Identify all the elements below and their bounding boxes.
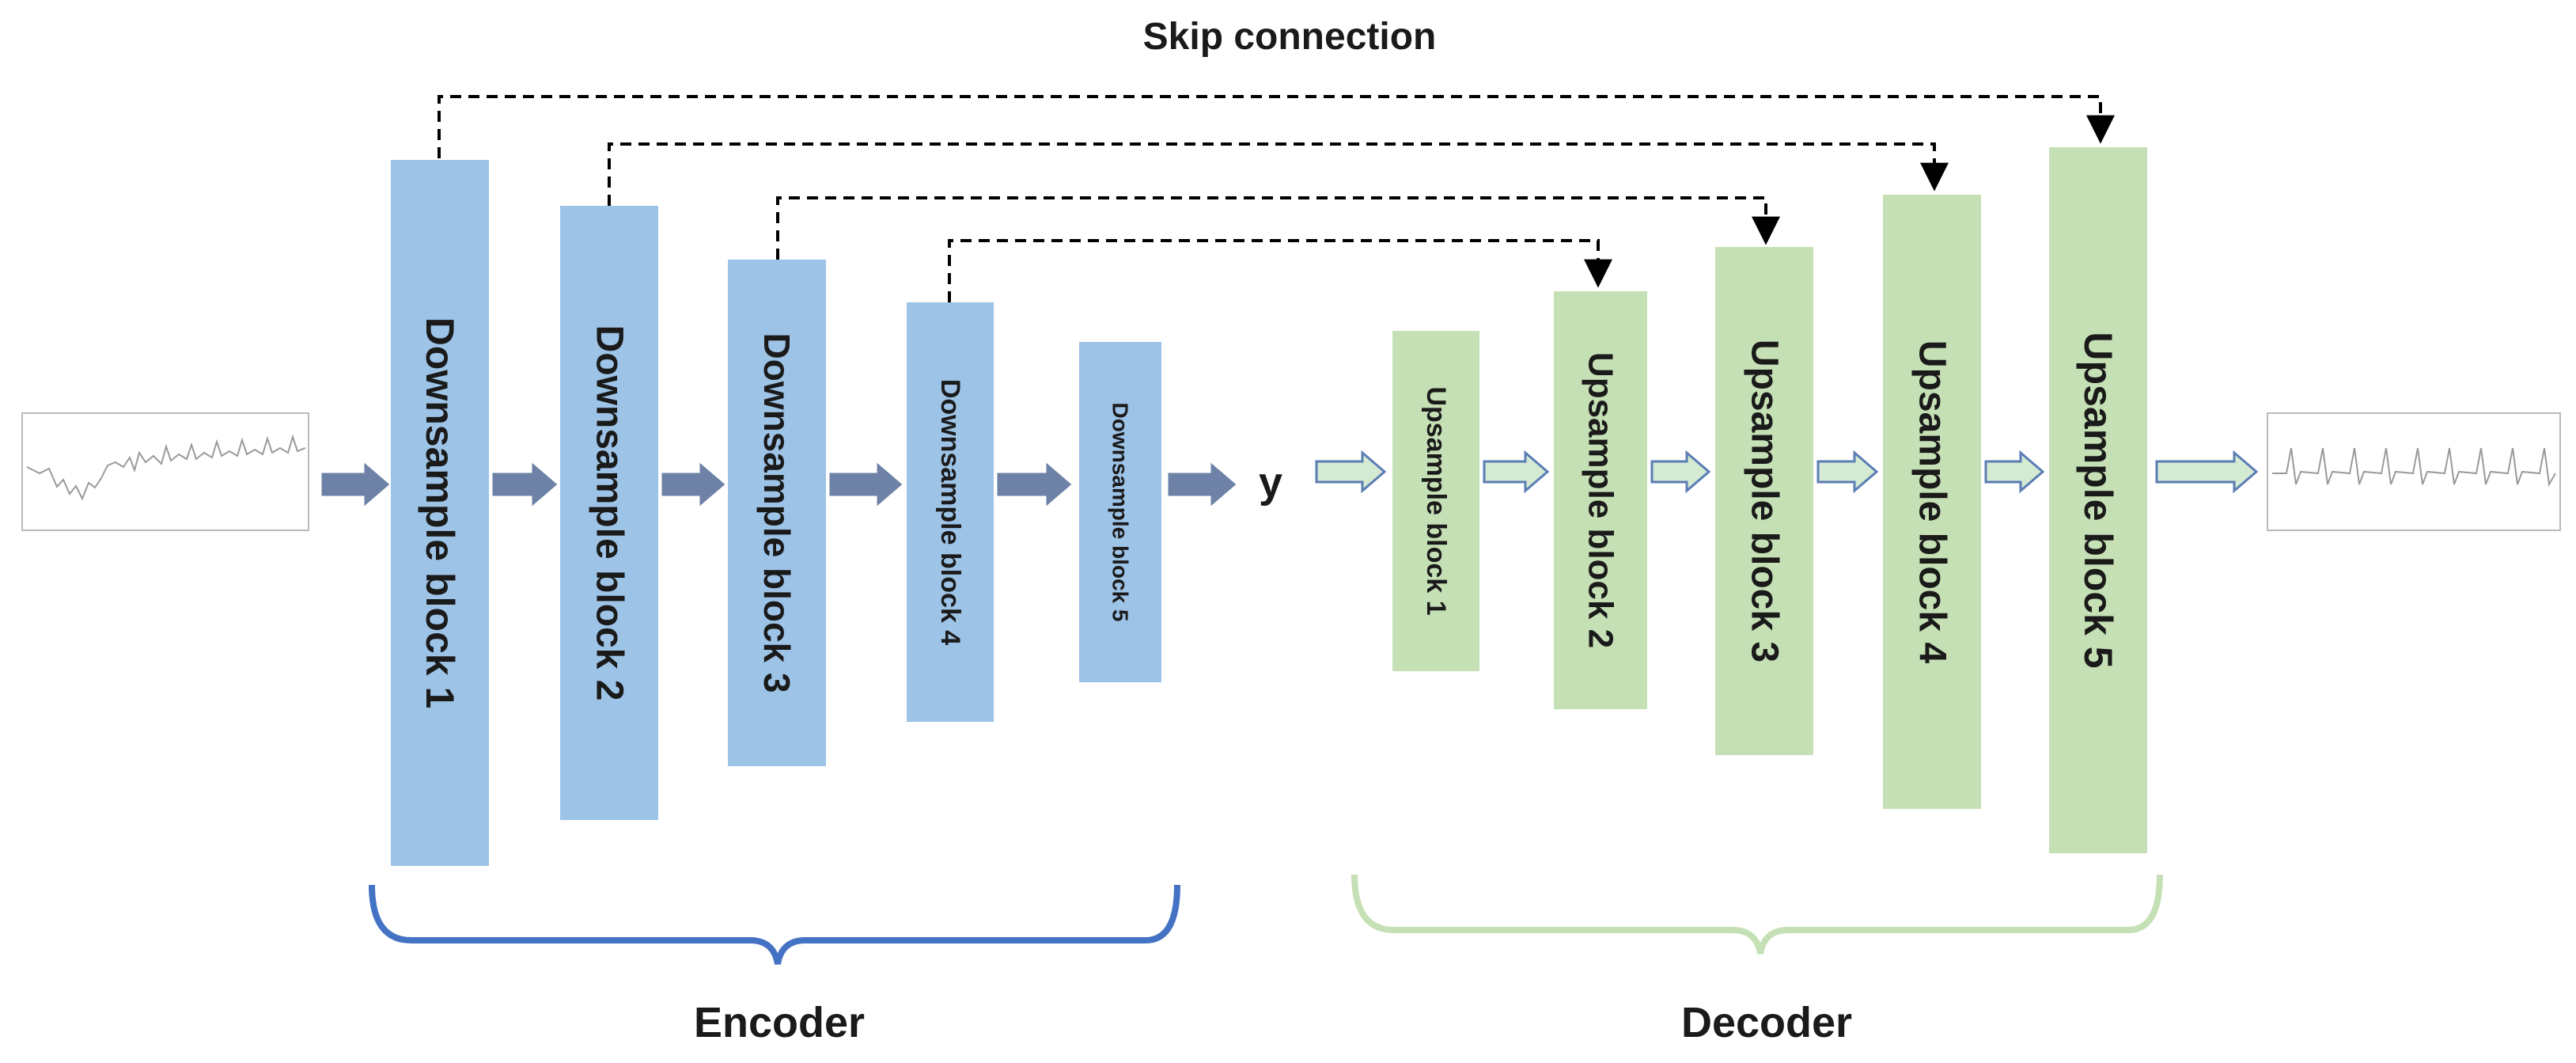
- decoder-flow-arrow-6: [2155, 450, 2259, 494]
- flow-arrows: [321, 450, 2259, 507]
- output-signal-panel: [2267, 412, 2561, 531]
- skip-connection-1: [438, 95, 2115, 158]
- decoder-bracket: [1351, 874, 2163, 955]
- decoder-label: Decoder: [1681, 999, 1852, 1046]
- decoder-block-5: [2049, 147, 2147, 853]
- decoder-block-2-label: Upsample block 2: [1582, 352, 1620, 648]
- decoder-block-3: [1715, 247, 1813, 755]
- encoder-flow-arrow-3: [661, 462, 725, 507]
- latent-y-label: y: [1259, 459, 1282, 507]
- encoder-block-4-label: Downsample block 4: [935, 379, 965, 645]
- encoder-flow-arrow-6: [1168, 462, 1237, 507]
- skip-connection-3: [776, 196, 1780, 260]
- encoder-block-2-label: Downsample block 2: [589, 325, 631, 701]
- encoder-block-2: [560, 206, 658, 820]
- decoder-block-4-label: Upsample block 4: [1911, 340, 1953, 663]
- encoder-bracket: [369, 884, 1180, 965]
- decoder-flow-arrow-4: [1816, 450, 1879, 494]
- encoder-block-4: [907, 302, 994, 722]
- decoder-block-5-label: Upsample block 5: [2076, 332, 2120, 668]
- decoder-flow-arrow-2: [1483, 450, 1550, 494]
- encoder-block-1-label: Downsample block 1: [418, 317, 462, 709]
- encoder-flow-arrow-1: [321, 462, 390, 507]
- skip-connection-4: [948, 239, 1612, 302]
- decoder-block-1: [1392, 331, 1479, 671]
- encoder-block-3-label: Downsample block 3: [756, 332, 797, 693]
- encoder-block-1: [391, 160, 489, 866]
- encoder-block-5: [1079, 342, 1161, 682]
- encoder-flow-arrow-4: [829, 462, 903, 507]
- noisy-ecg-waveform: [26, 434, 306, 501]
- blocks: Downsample block 1 Downsample block 2 Down…: [391, 147, 2147, 866]
- decoder-block-2: [1554, 291, 1647, 709]
- decoder-flow-arrow-3: [1650, 450, 1711, 494]
- decoder-flow-arrow-5: [1984, 450, 2045, 494]
- skip-connections: [438, 95, 2115, 302]
- decoder-block-3-label: Upsample block 3: [1744, 340, 1786, 662]
- decoder-block-1-label: Upsample block 1: [1421, 386, 1451, 615]
- encoder-flow-arrow-5: [997, 462, 1072, 507]
- encoder-label: Encoder: [694, 999, 865, 1046]
- decoder-block-4: [1883, 195, 1981, 809]
- encoder-block-3: [728, 260, 826, 766]
- decoder-flow-arrow-1: [1315, 450, 1387, 494]
- input-signal-panel: [21, 412, 309, 531]
- encoder-block-5-label: Downsample block 5: [1108, 403, 1133, 622]
- skip-connection-2: [608, 142, 1949, 206]
- skip-connection-title: Skip connection: [1143, 16, 1437, 58]
- denoised-ecg-waveform: [2272, 447, 2556, 488]
- encoder-flow-arrow-2: [492, 462, 558, 507]
